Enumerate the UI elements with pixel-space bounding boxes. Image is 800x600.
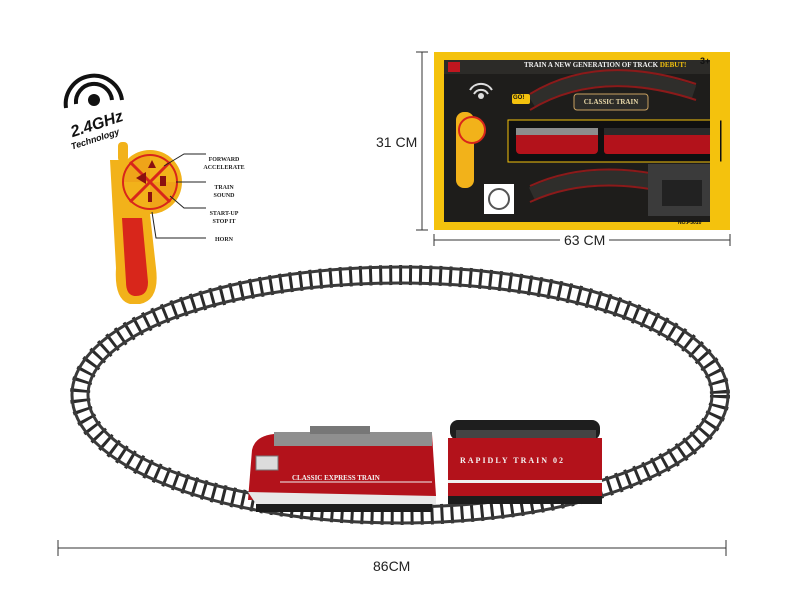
passenger-car: [448, 420, 602, 504]
label-train-sound-line2: SOUND: [213, 193, 235, 199]
box-go-text: GO!: [513, 95, 525, 101]
label-forward: FORWARD ACCELERATE: [202, 156, 246, 172]
label-start-stop-line2: STOP IT: [212, 219, 236, 225]
box-logo-text: CLASSIC TRAIN: [583, 98, 639, 106]
product-box-art: [434, 52, 730, 230]
label-start-stop-line1: START-UP: [209, 211, 239, 217]
box-headline: TRAIN A NEW GENERATION OF TRACK DEBUT!: [524, 61, 686, 69]
remote-control: 2.4GHz Technology FORWARD ACCELERATE TRA…: [56, 68, 256, 308]
track-dimension-label: 86CM: [373, 558, 411, 574]
product-box: TRAIN A NEW GENERATION OF TRACK DEBUT! C…: [434, 52, 730, 230]
label-horn: HORN: [215, 237, 233, 243]
label-start-stop: START-UP STOP IT: [202, 210, 246, 226]
box-headline-tag: DEBUT!: [659, 61, 687, 69]
label-train-sound: TRAIN SOUND: [202, 184, 246, 200]
box-headline-text: TRAIN A NEW GENERATION OF TRACK: [524, 61, 659, 69]
passenger-car-text: RAPIDLY TRAIN 02: [460, 456, 566, 465]
box-age-text: 3+: [700, 56, 711, 66]
track-and-train: [70, 265, 730, 525]
locomotive-text: CLASSIC EXPRESS TRAIN: [292, 474, 380, 482]
label-train-sound-line1: TRAIN: [214, 185, 234, 191]
label-forward-line2: ACCELERATE: [203, 165, 245, 171]
remote-control-art: [63, 73, 206, 304]
width-dimension-label: 63 CM: [560, 232, 610, 248]
label-forward-line1: FORWARD: [208, 157, 240, 163]
track-outer: [70, 265, 730, 525]
box-model-text: NO.P3010: [678, 220, 702, 226]
height-dimension-label: 31 CM: [374, 134, 420, 150]
locomotive: [248, 426, 436, 512]
